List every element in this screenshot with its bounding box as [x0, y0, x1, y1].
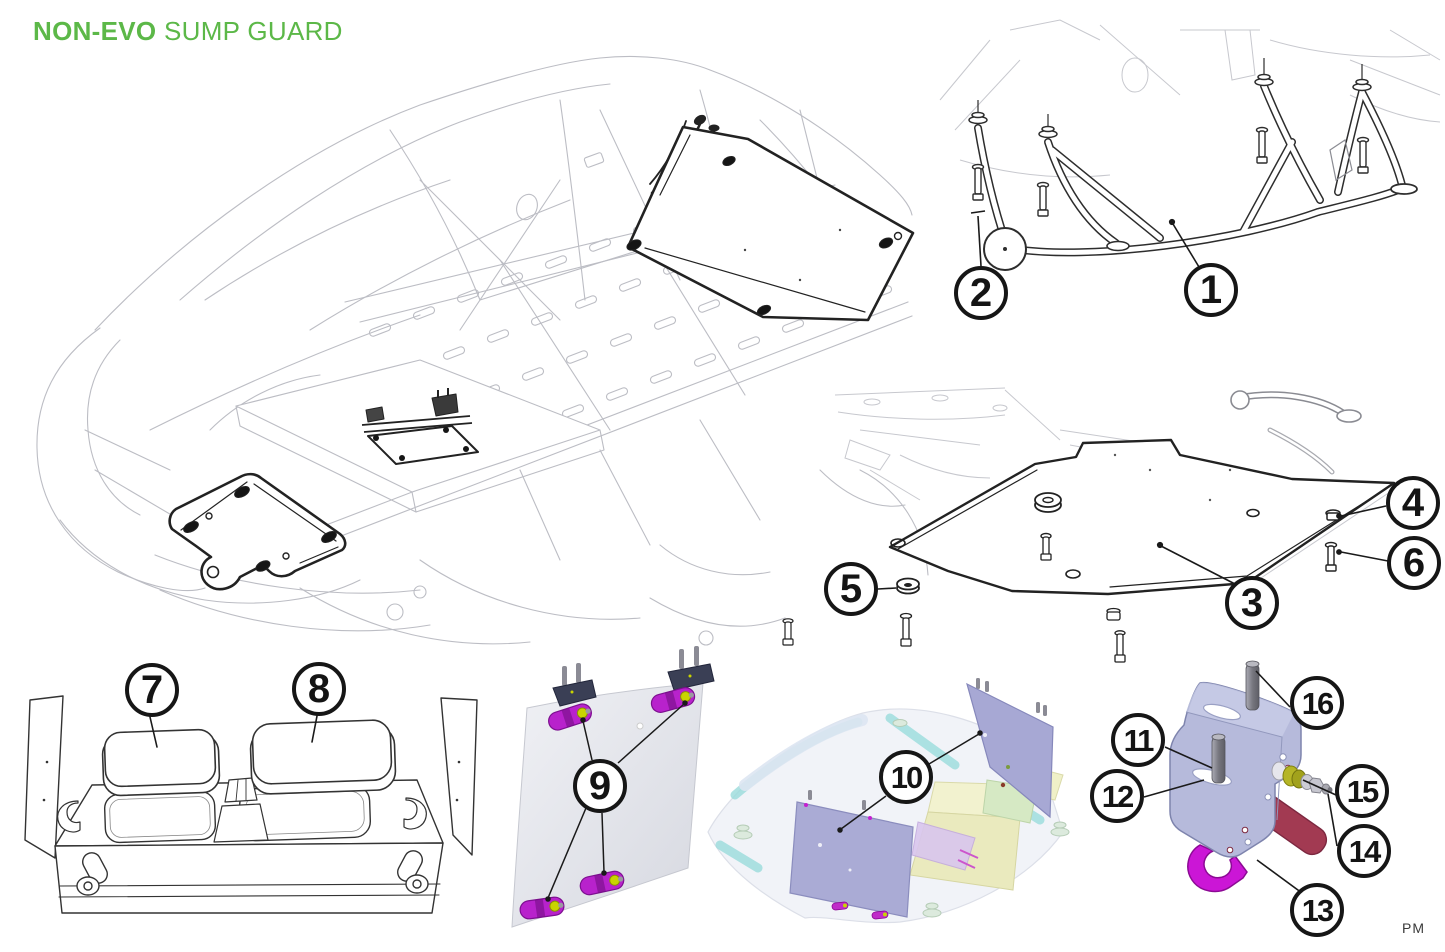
leader-lines-underside [877, 505, 1389, 590]
callout-10: 10 [879, 750, 933, 804]
guard-panel-standing [966, 678, 1054, 819]
figure-bracket-assembly [1143, 660, 1338, 894]
foam-pad-7 [101, 728, 221, 797]
foam-pad-8 [249, 719, 397, 795]
bracket-pin [1211, 733, 1226, 784]
callout-11: 11 [1111, 713, 1165, 767]
callout-7: 7 [125, 663, 179, 717]
leader-lines-tray [149, 715, 318, 748]
quick-fastener [548, 663, 597, 731]
figure-main-chassis [36, 55, 929, 646]
mount-caps [968, 58, 1372, 139]
leader-lines-colored [837, 730, 983, 833]
callout-15: 15 [1335, 764, 1389, 818]
callout-14: 14 [1337, 824, 1391, 878]
figure-exploded-color [707, 678, 1070, 924]
plate-hardware [782, 509, 1341, 663]
callout-1: 1 [1184, 263, 1238, 317]
title-bold: NON-EVO [33, 16, 157, 46]
leader-lines-fasteners [545, 700, 688, 902]
callout-8: 8 [292, 662, 346, 716]
bracket-pin [1245, 660, 1260, 711]
quick-fastener [579, 870, 625, 896]
leader-lines-bracket [1143, 670, 1338, 894]
callout-5: 5 [824, 562, 878, 616]
title-rest: SUMP GUARD [163, 16, 343, 46]
leader-lines-subframe [970, 210, 1200, 268]
quick-fastener [650, 646, 715, 713]
mount-bolts [971, 126, 1370, 217]
callout-3: 3 [1225, 576, 1279, 630]
figure-subframe [939, 19, 1441, 271]
guard-panel-flat [789, 790, 914, 920]
callout-4: 4 [1386, 476, 1440, 530]
figure-foam-tray [24, 695, 478, 914]
callout-6: 6 [1387, 536, 1441, 590]
callout-2: 2 [954, 266, 1008, 320]
author-initials: PM [1402, 920, 1425, 936]
page-title: NON-EVO SUMP GUARD [33, 16, 343, 47]
callout-16: 16 [1290, 676, 1344, 730]
callout-13: 13 [1290, 883, 1344, 937]
mid-guard-highlight [361, 388, 479, 465]
quick-fastener [519, 896, 565, 920]
front-sump-guard-highlight [626, 114, 915, 322]
figure-underside-plate [782, 387, 1396, 663]
callout-12: 12 [1090, 769, 1144, 823]
rear-diff-guard-highlight [168, 472, 347, 591]
callout-9: 9 [573, 759, 627, 813]
quick-release-hook [1187, 844, 1248, 893]
